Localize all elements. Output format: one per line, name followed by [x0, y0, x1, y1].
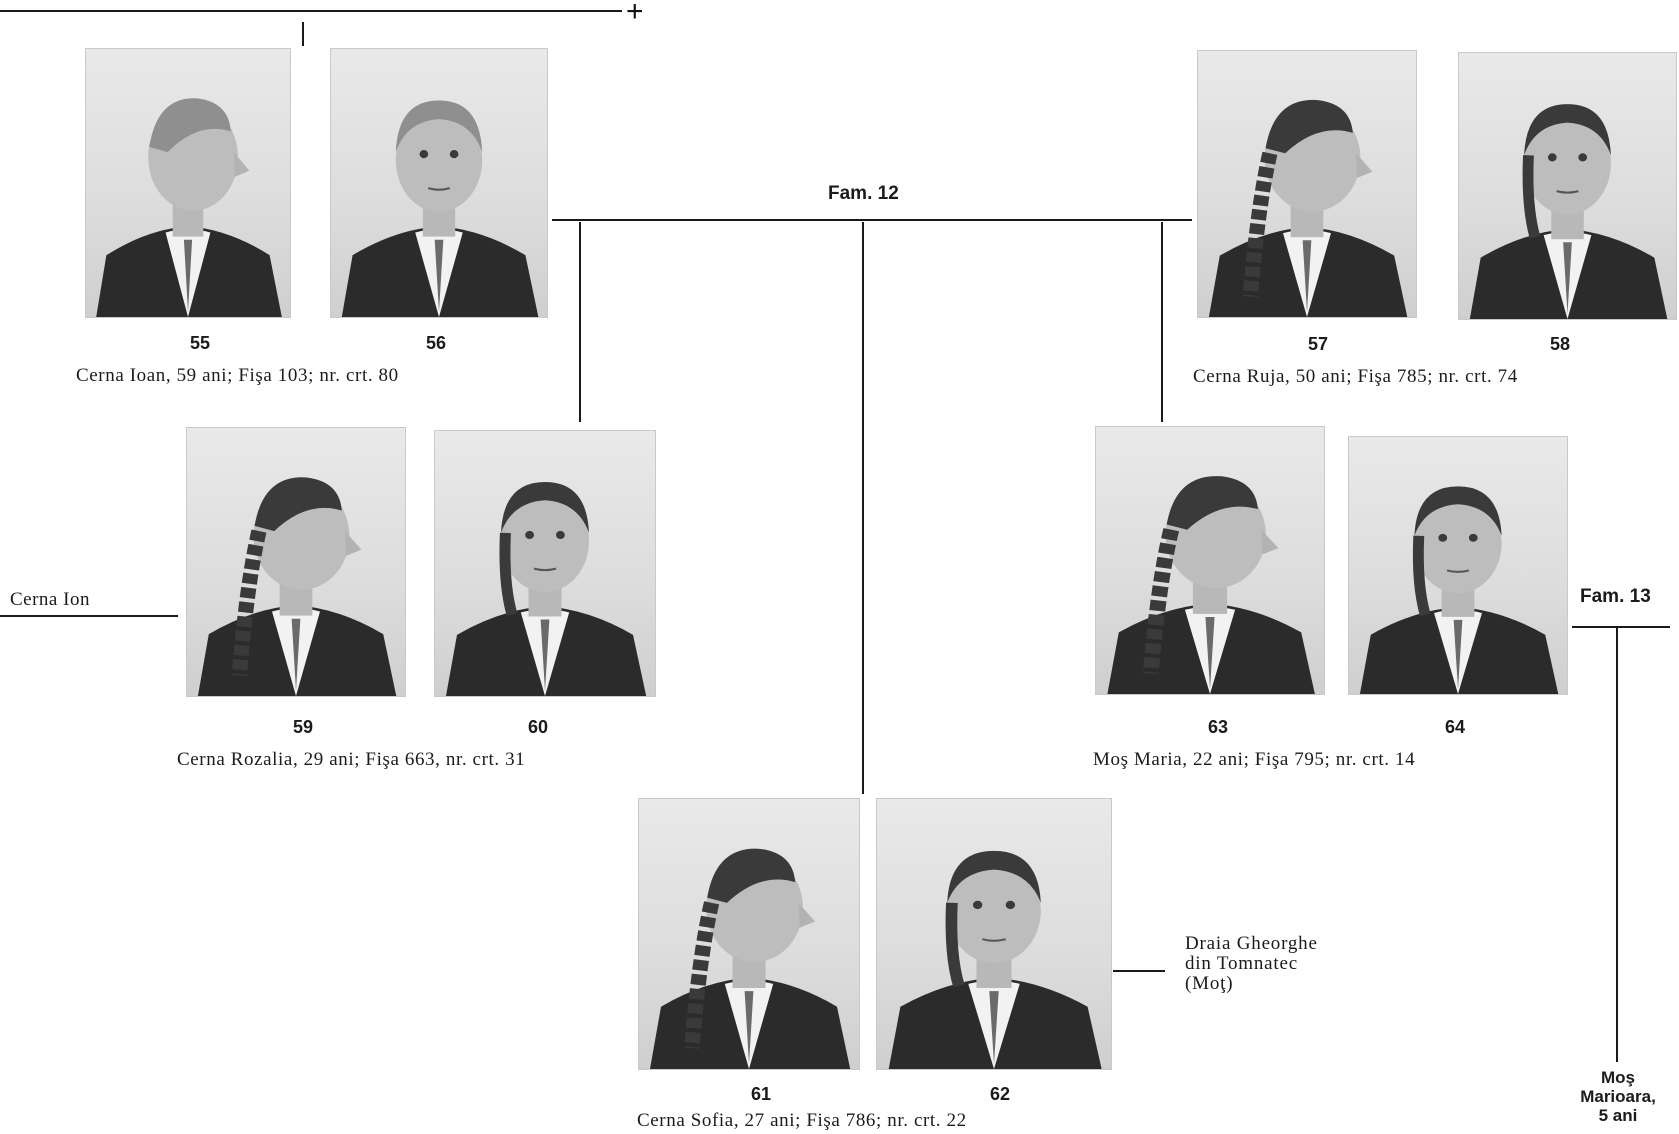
portrait-silhouette — [96, 98, 282, 317]
photo-number-62: 62 — [989, 1084, 1011, 1104]
portrait-photo-56 — [330, 48, 548, 318]
right-relative-line-2: din Tomnatec — [1185, 953, 1298, 974]
family-13-label: Fam. 13 — [1580, 586, 1651, 607]
family-13-horizontal-line — [1572, 626, 1670, 628]
photo-number-59: 59 — [292, 717, 314, 737]
top-left-tick — [302, 22, 304, 46]
caption-cerna-sofia: Cerna Sofia, 27 ani; Fişa 786; nr. crt. … — [637, 1110, 967, 1131]
portrait-silhouette — [446, 481, 647, 696]
portrait-photo-63 — [1095, 426, 1325, 695]
photo-number-57: 57 — [1307, 334, 1329, 354]
top-left-line — [0, 10, 622, 12]
photo-number-56: 56 — [425, 333, 447, 353]
portrait-photo-57 — [1197, 50, 1417, 318]
right-relative-label: Draia Gheorghe din Tomnatec (Moţ) — [1185, 934, 1318, 994]
child-line-3: 5 ani — [1598, 1106, 1638, 1125]
right-relative-line-1: Draia Gheorghe — [1185, 933, 1318, 954]
caption-cerna-ruja: Cerna Ruja, 50 ani; Fişa 785; nr. crt. 7… — [1193, 366, 1518, 387]
photo-number-61: 61 — [750, 1084, 772, 1104]
portrait-silhouette — [341, 100, 539, 317]
left-relative-label: Cerna Ion — [10, 589, 90, 610]
child-line-1: Moş — [1601, 1068, 1635, 1087]
deceased-cross-mark: + — [626, 0, 644, 28]
portrait-photo-62 — [876, 798, 1112, 1070]
family-13-child-label: Moş Marioara, 5 ani — [1563, 1068, 1673, 1125]
caption-mos-maria: Moş Maria, 22 ani; Fişa 795; nr. crt. 14 — [1093, 749, 1416, 770]
caption-cerna-rozalia: Cerna Rozalia, 29 ani; Fişa 663, nr. crt… — [177, 749, 526, 770]
portrait-silhouette — [888, 850, 1102, 1069]
portrait-silhouette — [1469, 104, 1668, 319]
portrait-photo-59 — [186, 427, 406, 697]
family-12-label: Fam. 12 — [828, 183, 899, 204]
left-relative-line — [0, 615, 178, 617]
right-relative-line — [1113, 970, 1165, 972]
photo-number-60: 60 — [527, 717, 549, 737]
portrait-photo-60 — [434, 430, 656, 697]
portrait-photo-55 — [85, 48, 291, 318]
portrait-photo-61 — [638, 798, 860, 1070]
right-relative-line-3: (Moţ) — [1185, 973, 1234, 994]
family-13-drop — [1616, 628, 1618, 1062]
family-12-horizontal-line — [552, 219, 1192, 221]
portrait-silhouette — [1107, 476, 1315, 694]
portrait-silhouette — [650, 848, 851, 1069]
child-line-2: Marioara, — [1580, 1087, 1656, 1106]
family-12-left-drop — [579, 222, 581, 422]
photo-number-63: 63 — [1207, 717, 1229, 737]
photo-number-64: 64 — [1444, 717, 1466, 737]
family-12-center-drop — [862, 222, 864, 794]
portrait-photo-64 — [1348, 436, 1568, 695]
portrait-silhouette — [197, 477, 397, 696]
portrait-silhouette — [1208, 99, 1408, 317]
portrait-silhouette — [1359, 486, 1559, 694]
caption-cerna-ioan: Cerna Ioan, 59 ani; Fişa 103; nr. crt. 8… — [76, 365, 399, 386]
photo-number-55: 55 — [189, 333, 211, 353]
family-12-right-drop — [1161, 222, 1163, 422]
portrait-photo-58 — [1458, 52, 1677, 320]
photo-number-58: 58 — [1549, 334, 1571, 354]
